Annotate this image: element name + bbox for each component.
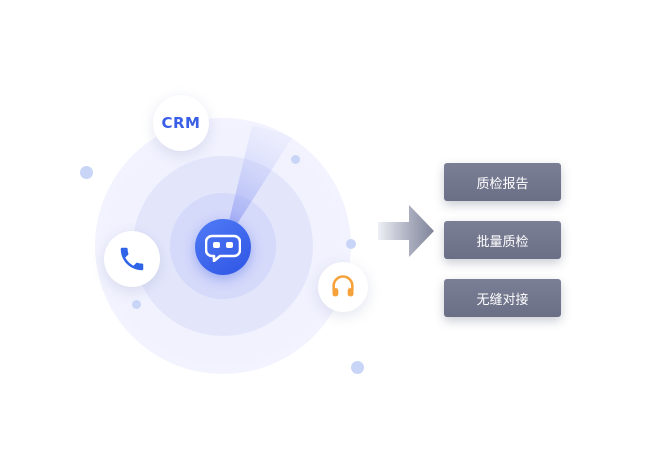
seamless-integration-button[interactable]: 无缝对接 [444, 279, 561, 317]
arrow-right-icon [378, 205, 434, 257]
decorative-dot [132, 300, 141, 309]
decorative-dot [291, 155, 300, 164]
phone-icon [120, 247, 144, 271]
crm-label: CRM [161, 114, 201, 132]
decorative-dot [346, 239, 356, 249]
headset-icon [332, 275, 354, 297]
crm-bubble: CRM [153, 95, 209, 151]
quality-report-button[interactable]: 质检报告 [444, 163, 561, 201]
headset-bubble [318, 262, 368, 312]
phone-bubble [104, 231, 160, 287]
decorative-dot [80, 166, 93, 179]
batch-inspection-button[interactable]: 批量质检 [444, 221, 561, 259]
decorative-dot [351, 361, 364, 374]
chatbot-bubble [195, 219, 251, 275]
chatbot-icon [205, 234, 241, 262]
